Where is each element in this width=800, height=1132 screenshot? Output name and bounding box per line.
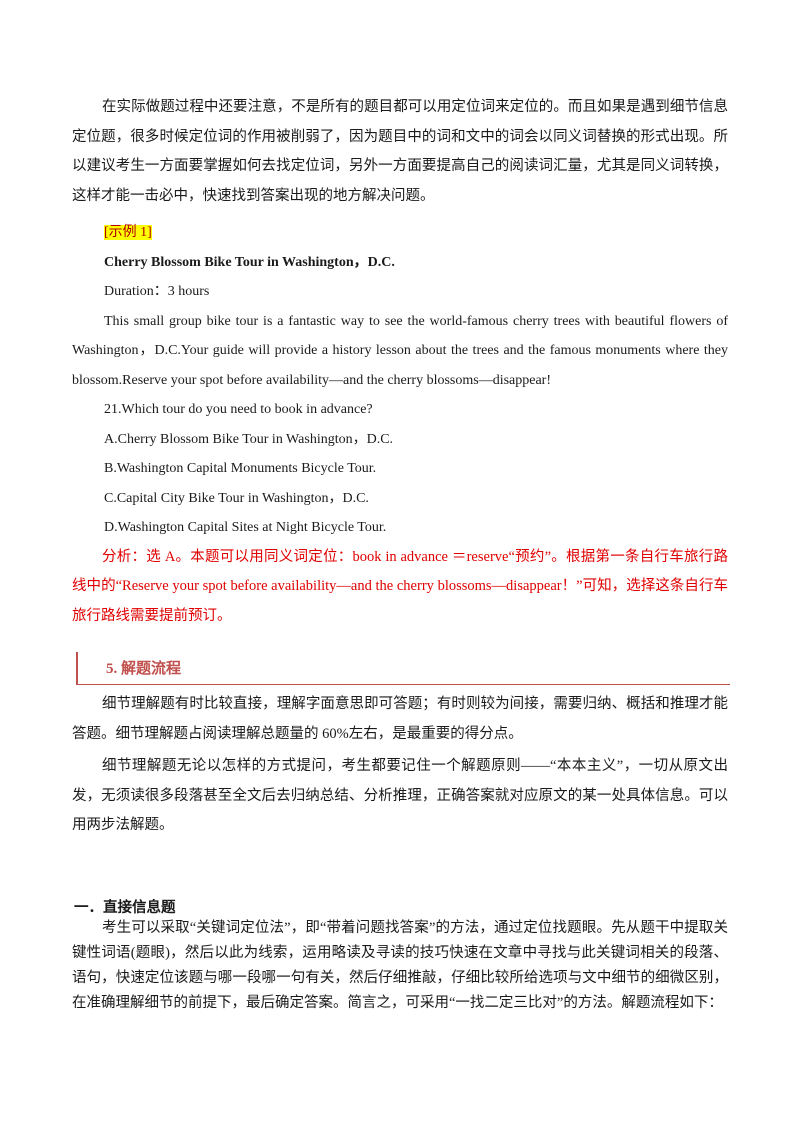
example-tag: [示例 1] (104, 225, 152, 240)
analysis-text: 分析：选 A。本题可以用同义词定位：book in advance ＝reser… (72, 548, 728, 624)
example-title: Cherry Blossom Bike Tour in Washington，D… (104, 254, 395, 270)
intro-paragraph: 在实际做题过程中还要注意，不是所有的题目都可以用定位词来定位的。而且如果是遇到细… (72, 99, 728, 204)
example-block: [示例 1] Cherry Blossom Bike Tour in Washi… (72, 218, 728, 631)
option-b: B.Washington Capital Monuments Bicycle T… (104, 461, 377, 476)
section5-paragraph-1: 细节理解题有时比较直接，理解字面意思即可答题；有时则较为间接，需要归纳、概括和推… (72, 696, 728, 742)
example-tag-line: [示例 1] (72, 218, 728, 248)
option-d: D.Washington Capital Sites at Night Bicy… (104, 520, 387, 535)
question-text: 21.Which tour do you need to book in adv… (104, 402, 373, 417)
passage-text: This small group bike tour is a fantasti… (72, 313, 728, 388)
section-heading-box: 5. 解题流程 (76, 652, 730, 685)
part1-heading: 一．直接信息题 (74, 900, 176, 916)
section-heading: 5. 解题流程 (106, 661, 182, 677)
section5-paragraph-2: 细节理解题无论以怎样的方式提问，考生都要记住一个解题原则——“本本主义”，一切从… (72, 758, 728, 833)
duration-text: Duration：3 hours (104, 284, 210, 299)
option-c: C.Capital City Bike Tour in Washington，D… (104, 490, 369, 506)
part1-paragraph: 考生可以采取“关键词定位法”，即“带着问题找答案”的方法，通过定位找题眼。先从题… (72, 920, 728, 1011)
option-a: A.Cherry Blossom Bike Tour in Washington… (104, 431, 394, 447)
